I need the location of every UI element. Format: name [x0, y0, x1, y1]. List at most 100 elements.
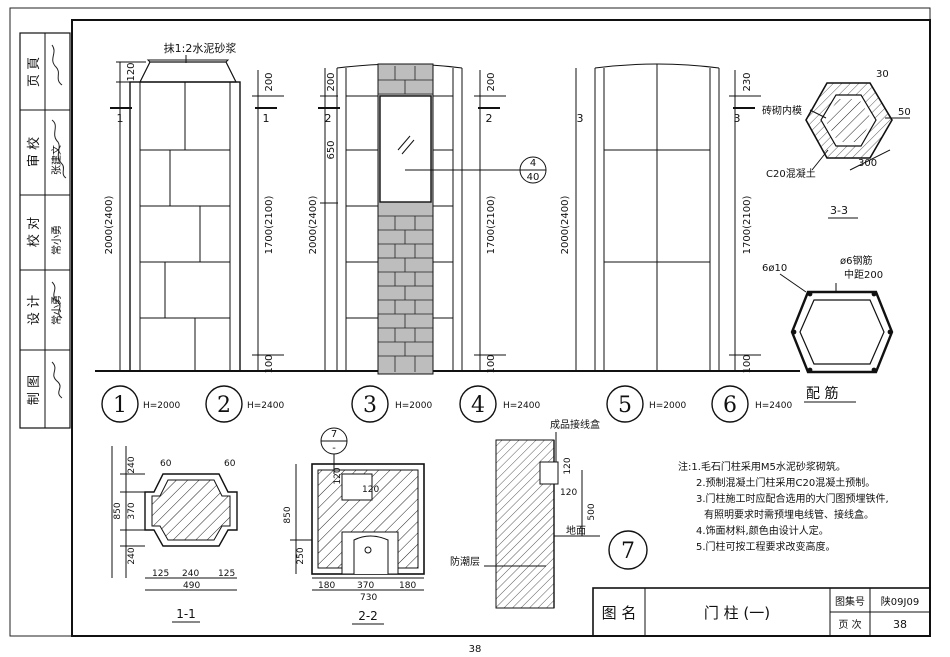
- item-num-5: 5: [618, 393, 632, 418]
- ref-top: 4: [530, 158, 536, 169]
- dim-240b-11: 240: [127, 547, 137, 564]
- dim-650-el2: 650: [326, 140, 337, 159]
- note-line-5: 4.饰面材料,颜色由设计人定。: [696, 524, 829, 537]
- dim-50: 50: [898, 107, 911, 118]
- dim-120-el1: 120: [126, 62, 137, 81]
- item-h-6: H=2400: [755, 401, 792, 411]
- glass-panel: [379, 95, 432, 203]
- dim-370-22: 370: [357, 581, 374, 591]
- dim-1700-col1: 1700(2100): [264, 196, 275, 255]
- dim-500-d7: 500: [587, 503, 597, 520]
- sidebar-name-1: 张建文: [50, 145, 63, 175]
- dim-column-2: 200 1700(2100) 100 2: [474, 70, 506, 374]
- title-label-set: 图集号: [835, 595, 865, 608]
- elevation-1: 抹1:2水泥砂浆 120 2000(2400) 1: [104, 41, 241, 372]
- title-label-page: 页 次: [838, 618, 861, 631]
- item-circle-4: [459, 385, 497, 423]
- item-h-2: H=2400: [247, 401, 284, 411]
- dim-180b-22: 180: [399, 581, 416, 591]
- junction-box-2-2: [341, 473, 373, 501]
- dim-60a: 60: [160, 459, 172, 469]
- label-ground: 地面: [566, 524, 586, 537]
- signature-mark-3: [51, 281, 63, 319]
- dim-2000-el1: 2000(2400): [104, 196, 115, 255]
- dim-100-col3: 100: [742, 354, 753, 373]
- dim-120a-22: 120: [333, 467, 343, 484]
- dim-230-col3: 230: [742, 72, 753, 91]
- label-brick-mold: 砖砌内模: [762, 104, 802, 117]
- item-circle-3: [351, 385, 389, 423]
- dim-2000-el2: 2000(2400): [308, 196, 319, 255]
- dim-120b-22: 120: [362, 485, 379, 495]
- note-line-1: 注:1.毛石门柱采用M5水泥砂浆砌筑。: [678, 460, 846, 473]
- item-circle-7: [608, 530, 648, 570]
- ref-7-sub: -: [332, 443, 336, 454]
- sidebar-label-3: 校 对: [26, 217, 42, 247]
- item-num-6: 6: [723, 393, 737, 418]
- dim-column-3: 230 1700(2100) 100 3: [729, 70, 761, 374]
- item-num-4: 4: [471, 393, 485, 418]
- item-h-5: H=2000: [649, 401, 686, 411]
- dim-125a-11: 125: [152, 569, 169, 579]
- section-mark-2b: 2: [486, 112, 493, 125]
- sidebar-name-2: 常小勇: [50, 225, 63, 255]
- note-line-3: 3.门柱施工时应配合选用的大门图预埋铁件,: [696, 492, 889, 505]
- inner-frame: [71, 19, 931, 637]
- dim-60b: 60: [224, 459, 236, 469]
- dim-100-col2: 100: [486, 354, 497, 373]
- dim-100-col1: 100: [264, 354, 275, 373]
- item-num-3: 3: [363, 393, 377, 418]
- dim-1700-col3: 1700(2100): [742, 196, 753, 255]
- item-num-2: 2: [217, 393, 231, 418]
- note-line-4: 有照明要求时需预埋电线管、接线盒。: [704, 508, 874, 521]
- dim-180a-22: 180: [318, 581, 335, 591]
- signature-mark-1: [51, 44, 63, 86]
- dim-300: 300: [858, 158, 877, 169]
- section-mark-3b: 3: [734, 112, 741, 125]
- sidebar-block: 页 頁 审 校 校 对 设 计 制 图 张建文 常小勇 常小勇: [19, 32, 71, 429]
- notes: 注:1.毛石门柱采用M5水泥砂浆砌筑。 2.预制混凝土门柱采用C20混凝土预制。…: [678, 460, 889, 553]
- item-circle-2: [205, 385, 243, 423]
- item-row: 1 H=2000 2 H=2400 3 H=2000 4 H=2400 5 H=…: [101, 385, 792, 423]
- dim-240a-11: 240: [127, 456, 137, 473]
- sidebar-label-2: 审 校: [26, 137, 42, 167]
- section-mark-3: 3: [577, 112, 584, 125]
- note-line-6: 5.门柱可按工程要求改变高度。: [696, 540, 836, 553]
- item-h-4: H=2400: [503, 401, 540, 411]
- dim-125b-11: 125: [218, 569, 235, 579]
- title-1-1: 1-1: [176, 607, 196, 621]
- title-3-3: 3-3: [830, 204, 848, 217]
- drawing-name: 门 柱 (一): [704, 604, 770, 622]
- section-3-3: 砖砌内模 C20混凝土 30 50 300 3-3: [762, 69, 911, 219]
- page-no: 38: [893, 618, 907, 631]
- label-junction-box: 成品接线盒: [550, 418, 600, 431]
- sidebar-label-1: 页 頁: [27, 57, 42, 87]
- page-number: 38: [469, 644, 482, 655]
- dim-120a-d7: 120: [563, 457, 573, 474]
- section-1-1: 60 60 240 370 240 850 125 240 125 490 1-…: [111, 446, 238, 623]
- dim-2000-el3: 2000(2400): [560, 196, 571, 255]
- section-2-2: 7 - 120 120 850 250 180 370 180 730 2-2: [283, 427, 425, 625]
- dim-850-22: 850: [283, 506, 293, 523]
- detail-7: 成品接线盒 120 120 500 地面 防潮层 7: [450, 418, 648, 609]
- item-h-3: H=2000: [395, 401, 432, 411]
- rebar-section: 6ø10 ø6钢筋 中距200 配 筋: [762, 254, 894, 403]
- elevation-2: 200 650 2000(2400) 2 4 40: [308, 63, 547, 375]
- dim-730-22: 730: [360, 593, 377, 603]
- signature-mark-4: [51, 361, 63, 399]
- dim-490-11: 490: [183, 581, 200, 591]
- dim-200-col1: 200: [264, 72, 275, 91]
- label-6phi10: 6ø10: [762, 263, 787, 274]
- signature-mark-2: [51, 119, 67, 179]
- junction-box-detail: [539, 461, 559, 485]
- item-h-1: H=2000: [143, 401, 180, 411]
- item-num-7: 7: [621, 539, 635, 564]
- sidebar-label-5: 制 图: [27, 375, 42, 405]
- dim-1700-col2: 1700(2100): [486, 196, 497, 255]
- item-circle-5: [606, 385, 644, 423]
- section-mark-2: 2: [325, 112, 332, 125]
- dim-850-11: 850: [113, 502, 123, 519]
- dim-200-col2: 200: [486, 72, 497, 91]
- label-spacing: 中距200: [844, 268, 883, 281]
